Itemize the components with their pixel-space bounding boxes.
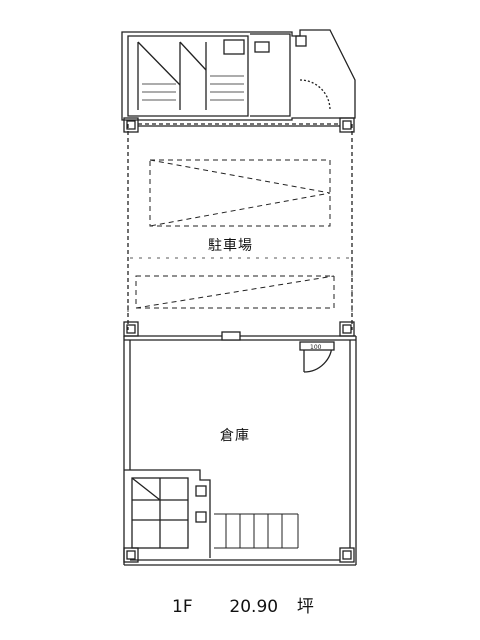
parking-bay-2 [135,275,335,309]
column-mid-w [123,321,139,337]
warehouse-label: 倉庫 [220,428,250,444]
door-swing [299,341,335,373]
column-ne [339,117,355,133]
floor-level: 1F [172,597,193,617]
column-nw [123,117,139,133]
parking-area [127,123,353,330]
parking-bay-1 [149,159,331,227]
floor-area: 20.90 [229,597,279,617]
column-se [339,547,355,563]
floor-caption: 1F 20.90 坪 [172,592,314,617]
parking-label: 駐車場 [208,238,253,254]
upper-annex [121,29,356,121]
dimension-mark: 100 [310,344,322,351]
lower-stair-block [124,469,211,558]
lower-steps [214,513,299,549]
floor-area-unit: 坪 [296,597,314,617]
